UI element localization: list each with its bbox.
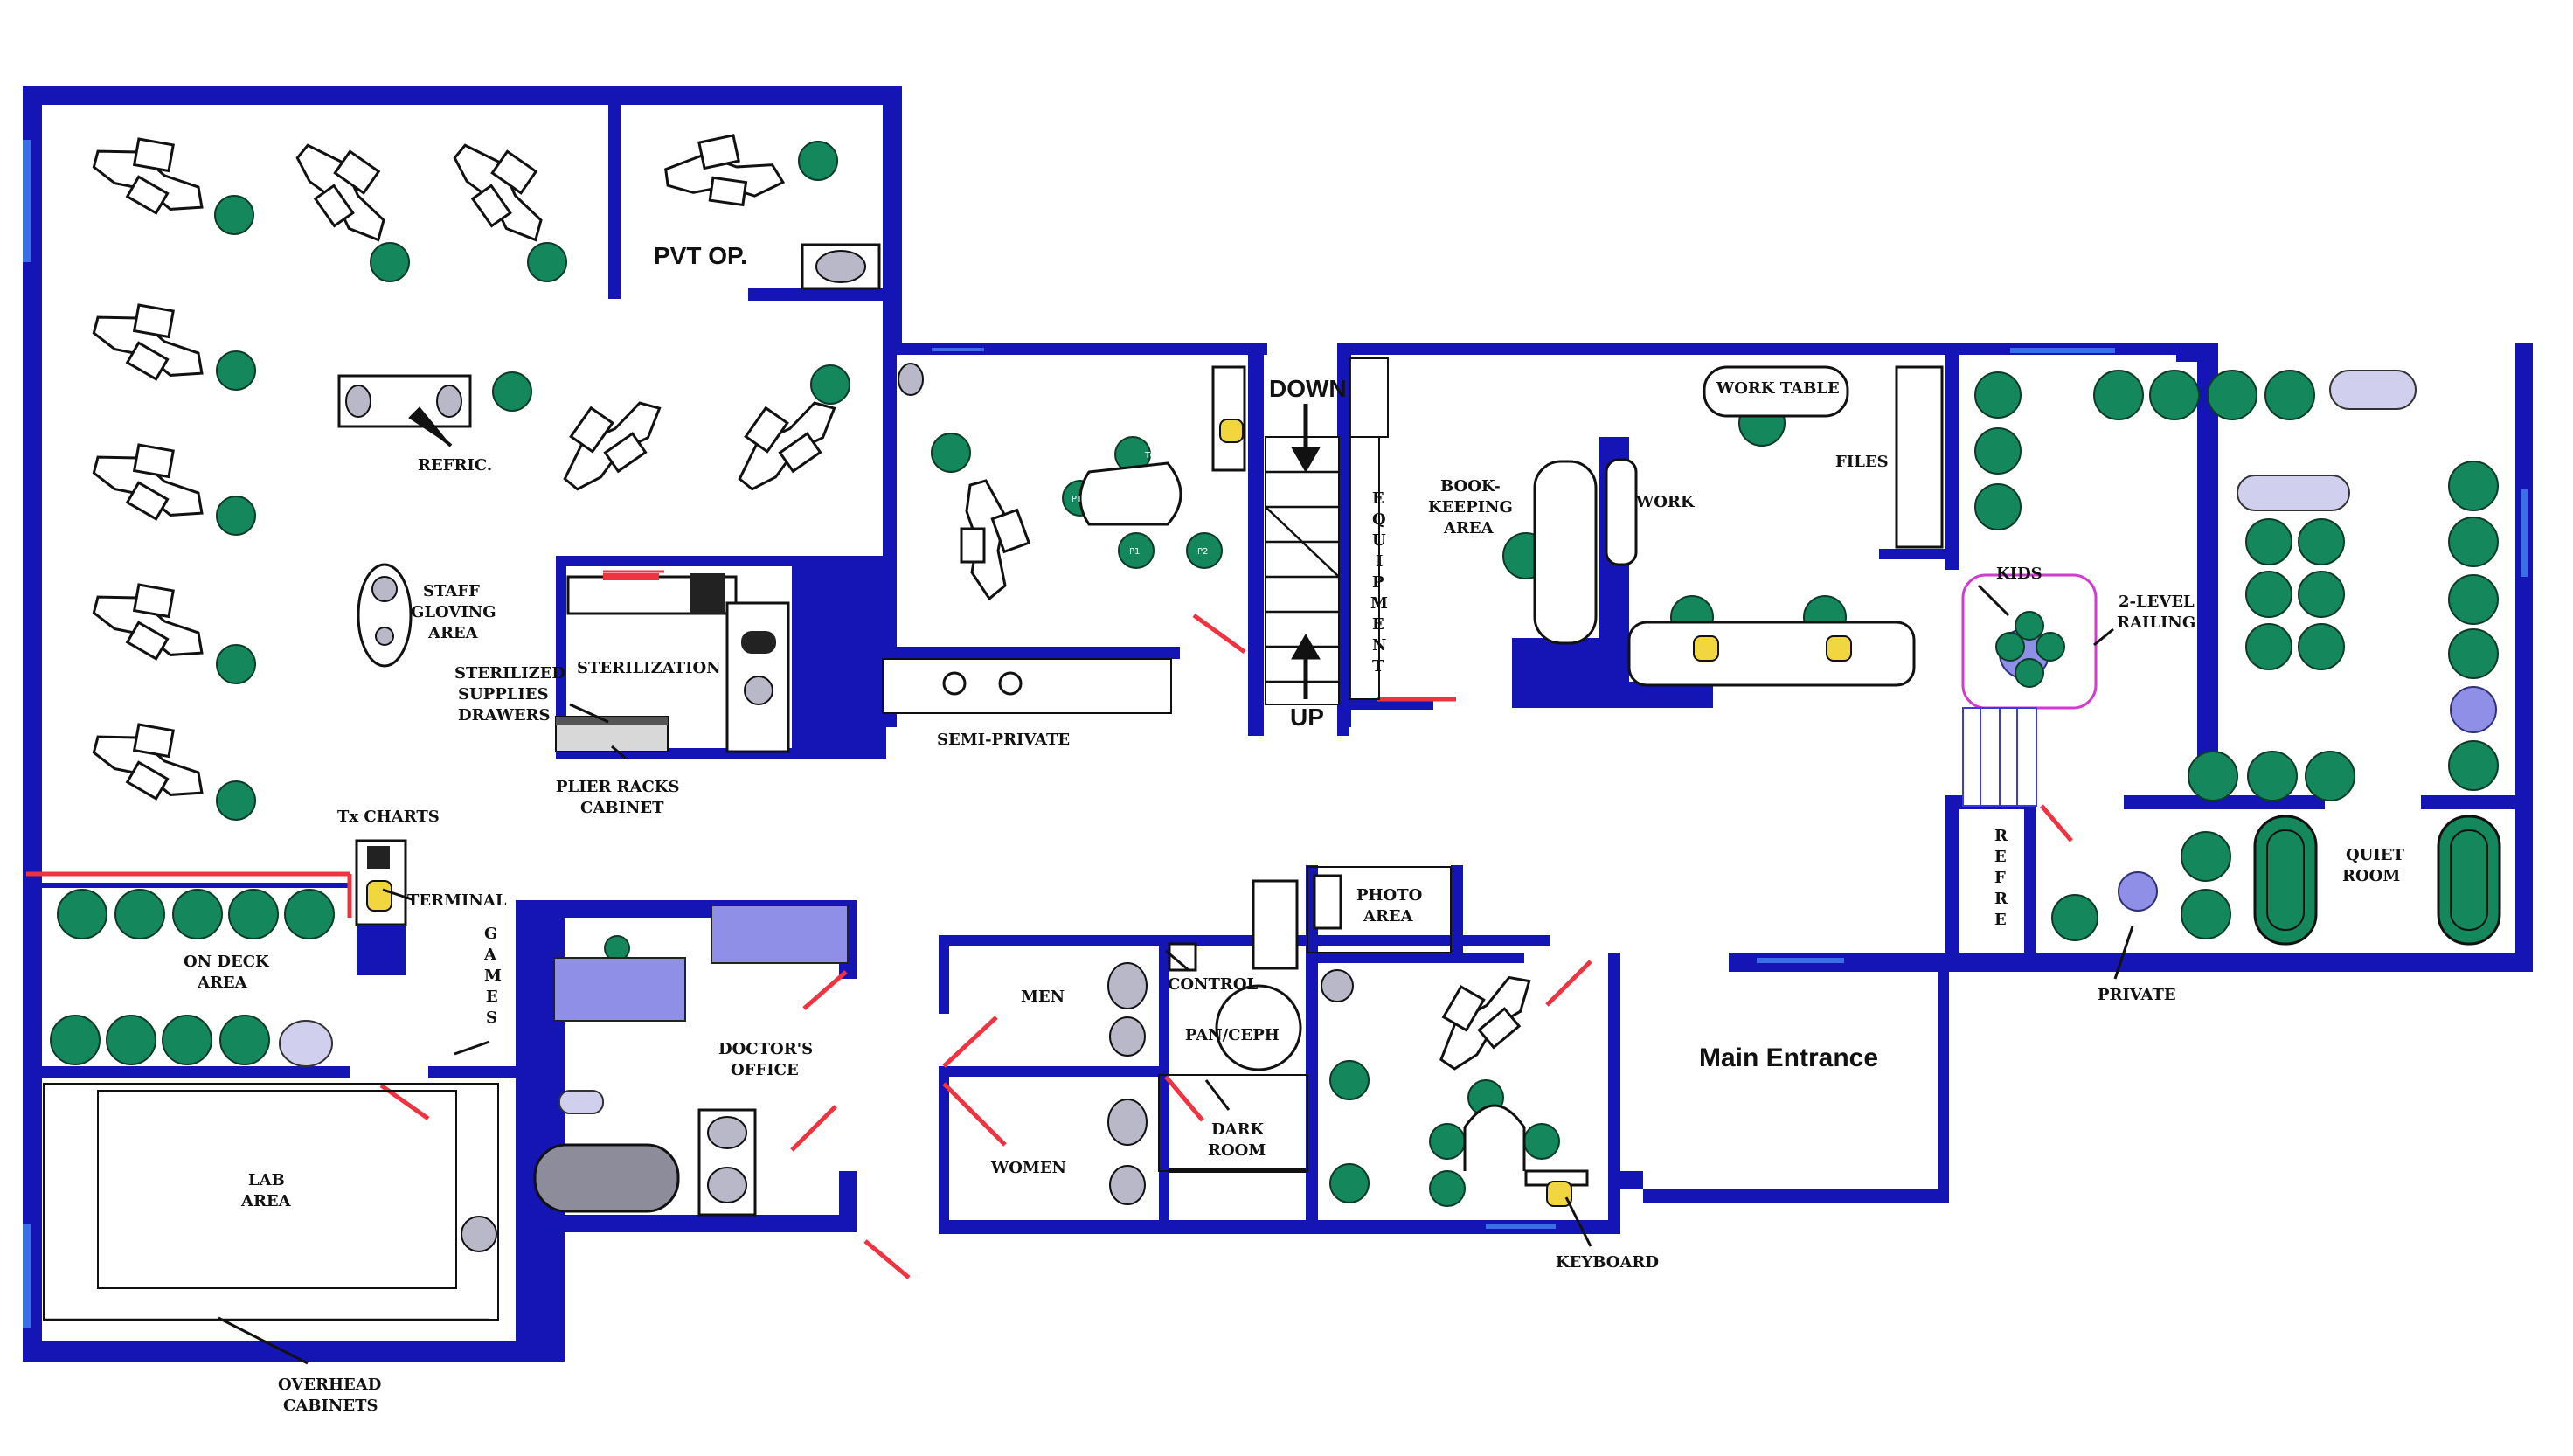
label-dark-room-2: ROOM [1208, 1141, 1266, 1160]
label-railing-2: RAILING [2117, 614, 2195, 632]
label-equipment-5: M [1370, 594, 1388, 613]
label-files: FILES [1835, 453, 1889, 471]
label-overhead-cabinets-2: CABINETS [283, 1397, 378, 1415]
label-photo-area-1: PHOTO [1356, 886, 1422, 905]
door-swings [26, 570, 2073, 1279]
label-overhead-cabinets-1: OVERHEAD [278, 1376, 381, 1394]
label-up: UP [1290, 704, 1324, 731]
label-bookkeeping-2: KEEPING [1428, 498, 1513, 517]
label-staff-gloving-2: GLOVING [411, 603, 496, 621]
wall-highlights [23, 140, 2528, 1328]
label-refric: REFRIC. [418, 456, 492, 475]
label-semi-private: SEMI-PRIVATE [937, 731, 1070, 749]
label-doctors-office-1: DOCTOR'S [718, 1040, 813, 1058]
label-games-e: E [486, 988, 498, 1006]
label-refre-4: E [1994, 911, 2007, 929]
seat-tag-tc: TC [1144, 451, 1156, 461]
stools [50, 141, 2499, 1207]
label-down: DOWN [1269, 375, 1347, 402]
label-refre-3: R [1994, 890, 2008, 908]
label-pan-ceph: PAN/CEPH [1185, 1026, 1280, 1044]
label-men: MEN [1021, 988, 1065, 1006]
label-staff-gloving-3: AREA [427, 624, 479, 642]
label-sterilized-supplies-1: STERILIZED [454, 664, 565, 683]
arrows [218, 404, 2134, 1365]
label-quiet-room-1: QUIET [2346, 846, 2405, 864]
label-plier-racks-1: PLIER RACKS [556, 778, 679, 796]
label-dark-room-1: DARK [1211, 1120, 1266, 1139]
label-photo-area-2: AREA [1363, 907, 1414, 926]
seat-tag-p1: P1 [1129, 547, 1140, 557]
label-quiet-room-2: ROOM [2342, 867, 2400, 885]
label-on-deck-1: ON DECK [184, 953, 270, 971]
label-bookkeeping-3: AREA [1443, 519, 1495, 537]
label-equipment-8: T [1372, 657, 1384, 676]
label-work: WORK [1635, 493, 1696, 511]
room-labels: PVT OP. REFRIC. STAFF GLOVING AREA STERI… [184, 242, 2405, 1415]
label-sterilized-supplies-3: DRAWERS [458, 706, 551, 725]
label-pvt-op: PVT OP. [654, 242, 747, 269]
label-work-table: WORK TABLE [1716, 379, 1840, 398]
label-equipment-4: P [1372, 573, 1384, 592]
label-games-s: S [486, 1009, 497, 1027]
label-equipment-0: E [1372, 489, 1384, 508]
label-refre-2: F [1994, 869, 2006, 887]
label-sterilized-supplies-2: SUPPLIES [458, 685, 549, 704]
label-kids: KIDS [1996, 565, 2042, 583]
label-refre-0: R [1994, 827, 2008, 845]
label-railing-1: 2-LEVEL [2119, 593, 2195, 611]
label-bookkeeping-1: BOOK- [1440, 477, 1501, 496]
label-private: PRIVATE [2098, 986, 2176, 1004]
label-terminal: TERMINAL [407, 891, 507, 910]
label-games-a: A [483, 946, 497, 964]
label-lab-area-1: LAB [248, 1171, 285, 1189]
seat-tag-p2: P2 [1197, 547, 1208, 557]
label-games-g: G [484, 925, 497, 943]
staircase [1265, 357, 1389, 705]
label-equipment-6: E [1372, 615, 1384, 634]
fixtures [43, 243, 2501, 1321]
label-staff-gloving-1: STAFF [423, 582, 480, 600]
label-sterilization: STERILIZATION [577, 659, 721, 677]
label-on-deck-2: AREA [197, 974, 248, 992]
label-main-entrance: Main Entrance [1699, 1043, 1878, 1072]
label-keyboard: KEYBOARD [1556, 1253, 1659, 1272]
label-lab-area-2: AREA [240, 1192, 292, 1210]
label-plier-racks-2: CABINET [580, 799, 664, 817]
label-equipment-7: N [1372, 636, 1386, 655]
seat-tag-pt: PT [1072, 495, 1083, 504]
label-equipment-3: I [1376, 552, 1383, 571]
label-games-m: M [484, 967, 502, 985]
label-doctors-office-2: OFFICE [731, 1061, 799, 1079]
label-control: CONTROL [1168, 975, 1258, 994]
label-equipment-2: U [1372, 531, 1386, 550]
label-equipment-1: Q [1372, 510, 1386, 529]
label-tx-charts: Tx CHARTS [337, 808, 440, 826]
label-women: WOMEN [990, 1159, 1066, 1177]
label-refre-1: E [1994, 848, 2007, 866]
